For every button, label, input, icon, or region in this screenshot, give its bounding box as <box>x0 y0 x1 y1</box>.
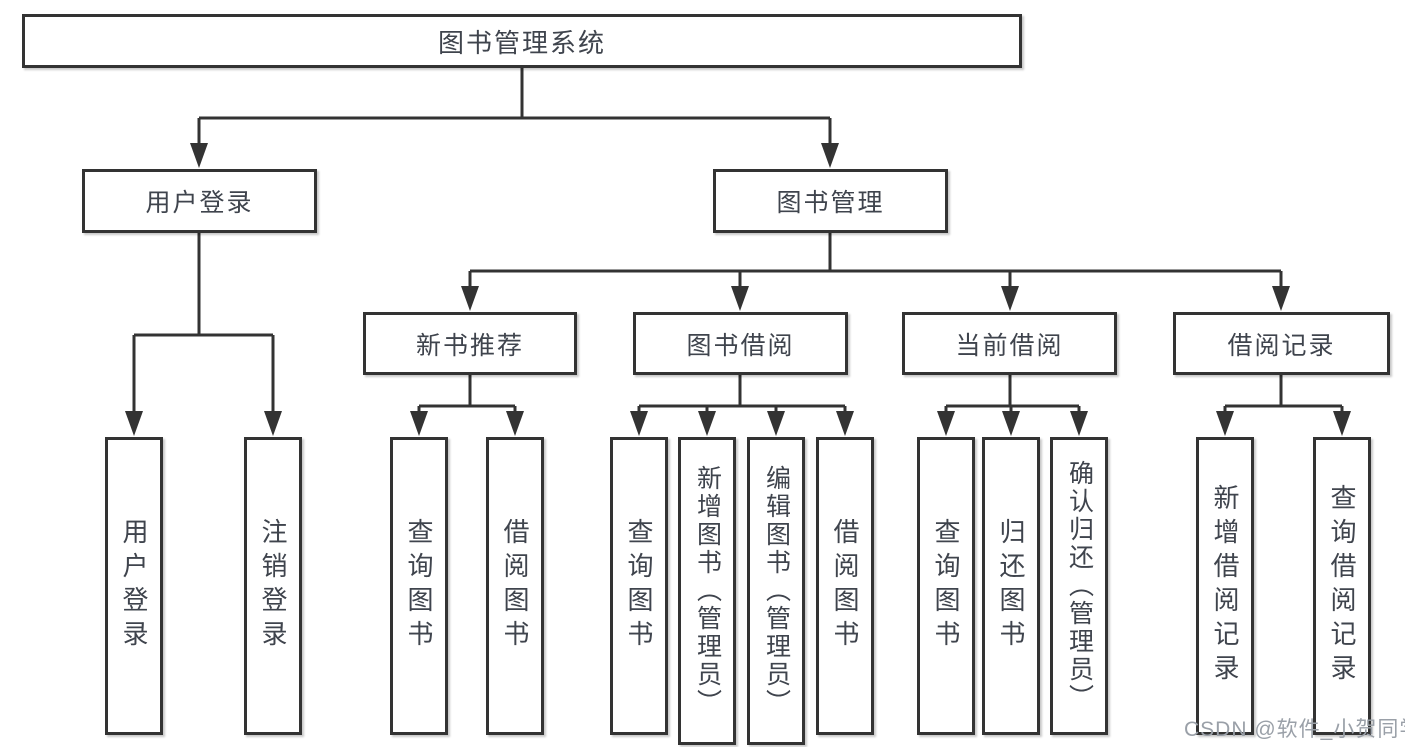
node-label: 当前借阅 <box>955 331 1064 360</box>
node-label: 用户登录 <box>145 189 254 217</box>
node-label: 查询图书 <box>404 518 434 654</box>
node-current-borrow: 当前借阅 <box>902 312 1117 375</box>
node-label: 用户登录 <box>119 518 149 654</box>
leaf-add-borrow-record: 新增借阅记录 <box>1196 437 1254 735</box>
node-label: 查询借阅记录 <box>1327 484 1357 688</box>
node-label: 图书管理 <box>776 189 885 217</box>
node-borrow-records: 借阅记录 <box>1173 312 1390 375</box>
leaf-edit-book-admin: 编辑图书（管理员） <box>747 437 805 745</box>
node-root-library-system: 图书管理系统 <box>22 14 1022 68</box>
node-label: 编辑图书（管理员） <box>762 465 791 717</box>
node-book-borrow: 图书借阅 <box>633 312 848 375</box>
leaf-return-book: 归还图书 <box>982 437 1040 735</box>
node-label: 查询图书 <box>931 518 961 654</box>
node-label: 借阅图书 <box>830 518 860 654</box>
leaf-query-books-current: 查询图书 <box>917 437 975 735</box>
node-label: 确认归还（管理员） <box>1065 460 1094 712</box>
leaf-borrow-books-recommend: 借阅图书 <box>486 437 544 735</box>
node-label: 借阅记录 <box>1227 331 1336 360</box>
leaf-query-borrow-record: 查询借阅记录 <box>1313 437 1371 735</box>
node-label: 注销登录 <box>258 518 288 654</box>
leaf-user-login: 用户登录 <box>105 437 163 735</box>
node-user-login: 用户登录 <box>82 169 317 233</box>
node-label: 图书借阅 <box>686 331 795 360</box>
node-label: 图书管理系统 <box>437 27 606 58</box>
node-label: 归还图书 <box>996 518 1026 654</box>
arrowhead-icons <box>125 143 1351 436</box>
csdn-watermark: CSDN @软件_小贺同学 <box>1184 718 1405 741</box>
node-new-book-recommend: 新书推荐 <box>363 312 577 375</box>
node-label: 新增借阅记录 <box>1210 484 1240 688</box>
leaf-query-books-borrow: 查询图书 <box>610 437 668 735</box>
leaf-add-book-admin: 新增图书（管理员） <box>678 437 736 745</box>
leaf-query-books-recommend: 查询图书 <box>390 437 448 735</box>
node-label: 查询图书 <box>624 518 654 654</box>
leaf-logout: 注销登录 <box>244 437 302 735</box>
node-book-management: 图书管理 <box>713 169 948 233</box>
node-label: 新书推荐 <box>415 331 524 360</box>
node-label: 借阅图书 <box>500 518 530 654</box>
node-label: 新增图书（管理员） <box>693 465 722 717</box>
leaf-borrow-book: 借阅图书 <box>816 437 874 735</box>
leaf-confirm-return-admin: 确认归还（管理员） <box>1050 437 1108 735</box>
